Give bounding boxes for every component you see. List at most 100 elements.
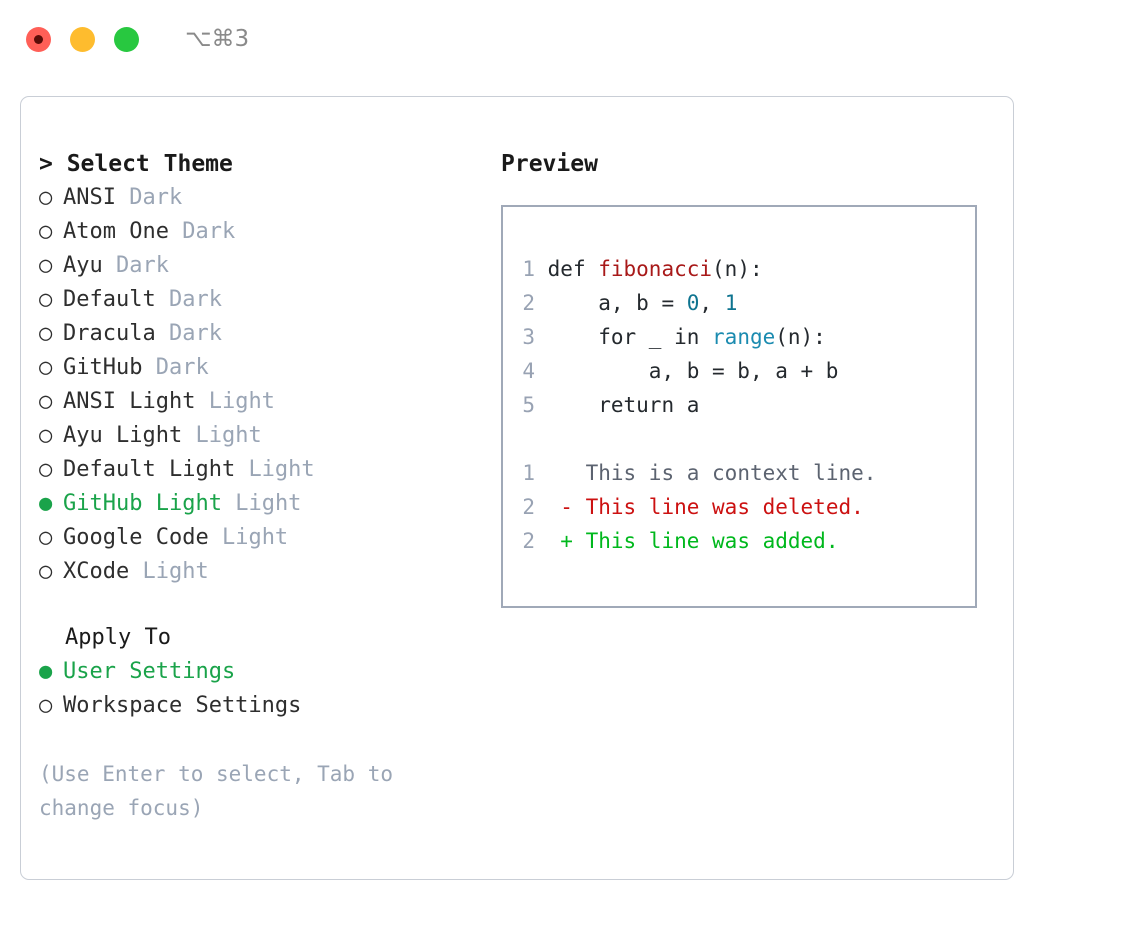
theme-list-item[interactable]: ○ Atom One Dark <box>39 215 501 249</box>
code-token: def <box>547 257 599 281</box>
theme-list-item[interactable]: ○ XCode Light <box>39 555 501 589</box>
line-number: 3 <box>522 325 535 349</box>
theme-name: Dracula <box>63 321 156 346</box>
code-token: (n): <box>712 257 763 281</box>
code-line: 4 a, b = b, a + b <box>503 354 975 388</box>
diff-text: This line was added. <box>572 529 839 553</box>
code-token: , <box>699 291 725 315</box>
theme-name: Atom One <box>63 219 169 244</box>
theme-name: ANSI Light <box>63 389 196 414</box>
theme-name: Default <box>63 287 156 312</box>
theme-list-item[interactable]: ● GitHub Light Light <box>39 487 501 521</box>
maximize-button[interactable] <box>114 26 139 52</box>
theme-name: Default Light <box>63 457 236 482</box>
theme-variant-tag: Light <box>248 457 315 482</box>
theme-name: XCode <box>63 559 130 584</box>
theme-variant-tag: Dark <box>182 219 236 244</box>
theme-variant-tag: Dark <box>155 355 209 380</box>
close-button[interactable] <box>26 26 51 52</box>
theme-variant-tag: Dark <box>168 321 222 346</box>
theme-variant-tag: Dark <box>168 287 222 312</box>
code-token: a, b = <box>547 291 687 315</box>
keyboard-hint: (Use Enter to select, Tab to change focu… <box>39 762 394 820</box>
code-line: 1 def fibonacci(n): <box>503 252 975 286</box>
diff-text: This line was deleted. <box>572 495 864 519</box>
theme-variant-tag: Light <box>142 559 209 584</box>
theme-name: ANSI <box>63 185 116 210</box>
page-title: > Select Theme <box>39 151 233 177</box>
theme-list: ○ ANSI Dark ○ Atom One Dark ○ Ayu Dark ○ Defaul… <box>39 181 501 589</box>
minimize-button[interactable] <box>70 26 95 52</box>
theme-list-item[interactable]: ○ Dracula Dark <box>39 317 501 351</box>
radio-unselected-icon: ○ <box>39 423 53 448</box>
apply-to-item[interactable]: ● User Settings <box>39 655 501 689</box>
theme-list-item[interactable]: ○ GitHub Dark <box>39 351 501 385</box>
main-panel: > Select Theme ○ANSI Dark○Atom One Dark○… <box>20 96 1014 880</box>
theme-name: GitHub <box>63 355 143 380</box>
radio-unselected-icon: ○ <box>39 457 53 482</box>
radio-selected-icon: ● <box>39 659 53 684</box>
code-token: 1 <box>724 291 738 315</box>
theme-variant-tag: Light <box>208 389 275 414</box>
window-titlebar: ⌥⌘3 <box>0 0 1140 78</box>
theme-name: GitHub Light <box>63 491 222 516</box>
radio-unselected-icon: ○ <box>39 287 53 312</box>
code-line: 3 for _ in range(n): <box>503 320 975 354</box>
radio-unselected-icon: ○ <box>39 253 53 278</box>
diff-line: 2 + This line was added. <box>503 524 975 558</box>
diff-marker: + <box>560 529 573 553</box>
diff-line: 2 - This line was deleted. <box>503 490 975 524</box>
keyboard-shortcut-label: ⌥⌘3 <box>185 26 250 52</box>
radio-unselected-icon: ○ <box>39 321 53 346</box>
line-number: 1 <box>522 257 535 281</box>
preview-column: Preview 1 def fibonacci(n):2 a, b = 0, 1… <box>501 97 1013 879</box>
code-line: 2 a, b = 0, 1 <box>503 286 975 320</box>
theme-picker-column: > Select Theme ○ANSI Dark○Atom One Dark○… <box>21 97 501 879</box>
apply-to-item[interactable]: ○ Workspace Settings <box>39 689 501 723</box>
radio-unselected-icon: ○ <box>39 389 53 414</box>
code-token: (n): <box>775 325 826 349</box>
theme-variant-tag: Light <box>221 525 289 550</box>
line-number: 2 <box>522 529 535 553</box>
spacer <box>503 422 975 456</box>
line-number: 1 <box>522 461 535 485</box>
radio-unselected-icon: ○ <box>39 559 53 584</box>
theme-list-item[interactable]: ○ Default Dark <box>39 283 501 317</box>
theme-list-item[interactable]: ○ ANSI Light Light <box>39 385 501 419</box>
theme-list-item[interactable]: ○ ANSI Dark <box>39 181 501 215</box>
diff-text: This is a context line. <box>572 461 877 485</box>
code-token: a, b = b, a + b <box>547 359 839 383</box>
code-token: 0 <box>686 291 700 315</box>
theme-variant-tag: Light <box>235 491 302 516</box>
theme-list-item[interactable]: ○Google Code Light <box>39 521 501 555</box>
code-token: for _ in <box>547 325 713 349</box>
theme-list-item[interactable]: ○ Default Light Light <box>39 453 501 487</box>
code-token: return a <box>547 393 700 417</box>
code-line: 5 return a <box>503 388 975 422</box>
theme-variant-tag: Dark <box>116 253 169 278</box>
line-number: 2 <box>522 495 535 519</box>
theme-list-item[interactable]: ○ Ayu Dark <box>39 249 501 283</box>
theme-variant-tag: Dark <box>129 185 183 210</box>
diff-line: 1 This is a context line. <box>503 456 975 490</box>
line-number: 2 <box>522 291 535 315</box>
apply-to-label: Workspace Settings <box>63 693 302 718</box>
radio-unselected-icon: ○ <box>39 355 53 380</box>
theme-list-item[interactable]: ○Ayu Light Light <box>39 419 501 453</box>
diff-marker: - <box>560 495 573 519</box>
radio-selected-icon: ● <box>39 491 53 516</box>
code-token: range <box>712 325 776 349</box>
diff-marker <box>560 461 573 485</box>
radio-unselected-icon: ○ <box>39 693 53 718</box>
radio-unselected-icon: ○ <box>39 185 53 210</box>
theme-name: Ayu <box>63 253 103 278</box>
theme-name: Google Code <box>63 525 209 550</box>
spacer <box>39 589 501 621</box>
preview-title: Preview <box>501 151 598 177</box>
traffic-lights <box>26 26 139 52</box>
apply-to-label: User Settings <box>63 659 236 684</box>
radio-unselected-icon: ○ <box>39 219 53 244</box>
theme-variant-tag: Light <box>195 423 262 448</box>
code-token: fibonacci <box>598 257 713 281</box>
